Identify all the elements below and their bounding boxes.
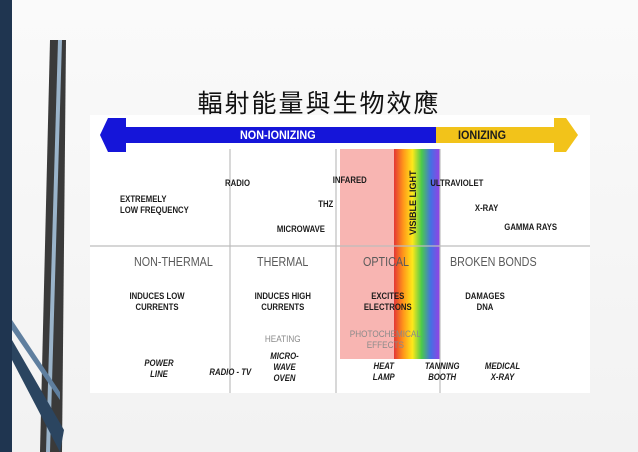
optical-band — [340, 149, 394, 359]
heating-label: HEATING — [264, 334, 301, 345]
radio-label: RADIO — [225, 178, 250, 188]
gamma-label: GAMMA RAYS — [504, 222, 558, 232]
damages-label: DAMAGES DNA — [465, 291, 505, 312]
tanning-booth-example: TANNING BOOTH — [424, 361, 460, 382]
thermal-category: THERMAL — [257, 255, 309, 269]
radio-tv-example: RADIO - TV — [209, 367, 252, 377]
microwave-oven-example: MICRO- WAVE OVEN — [270, 351, 299, 383]
microwave-label: MICROWAVE — [276, 224, 325, 234]
ultraviolet-label: ULTRAVIOLET — [430, 178, 484, 188]
heat-lamp-example: HEAT LAMP — [372, 361, 395, 382]
ionizing-arrow — [436, 118, 578, 152]
induces-high-label: INDUCES HIGH CURRENTS — [254, 291, 311, 312]
photochemical-label: PHOTOCHEMICAL EFFECTS — [349, 329, 421, 352]
slide-title: 輻射能量與生物效應 — [197, 89, 441, 118]
power-line-example: POWER LINE — [144, 358, 174, 379]
excites-label: EXCITES ELECTRONS — [363, 291, 412, 312]
thz-label: THZ — [318, 199, 334, 209]
visible-light-strip — [394, 149, 440, 359]
non-thermal-category: NON-THERMAL — [134, 255, 213, 269]
visible-light-label: VISIBLE LIGHT — [408, 170, 418, 235]
broken-bonds-category: BROKEN BONDS — [450, 255, 537, 269]
radiation-diagram: NON-IONIZING IONIZING EXTREMELY LOW FREQ… — [90, 115, 590, 393]
xray-label: X-RAY — [474, 203, 499, 213]
infared-label: INFARED — [332, 175, 367, 185]
optical-category: OPTICAL — [363, 255, 410, 269]
left-decoration — [0, 0, 66, 452]
non-ionizing-label: NON-IONIZING — [240, 128, 316, 142]
ionizing-label: IONIZING — [458, 128, 507, 142]
diagram-graphics — [90, 118, 590, 393]
induces-low-label: INDUCES LOW CURRENTS — [129, 291, 185, 312]
medical-xray-example: MEDICAL X-RAY — [484, 361, 521, 382]
elf-label: EXTREMELY LOW FREQUENCY — [120, 194, 189, 215]
